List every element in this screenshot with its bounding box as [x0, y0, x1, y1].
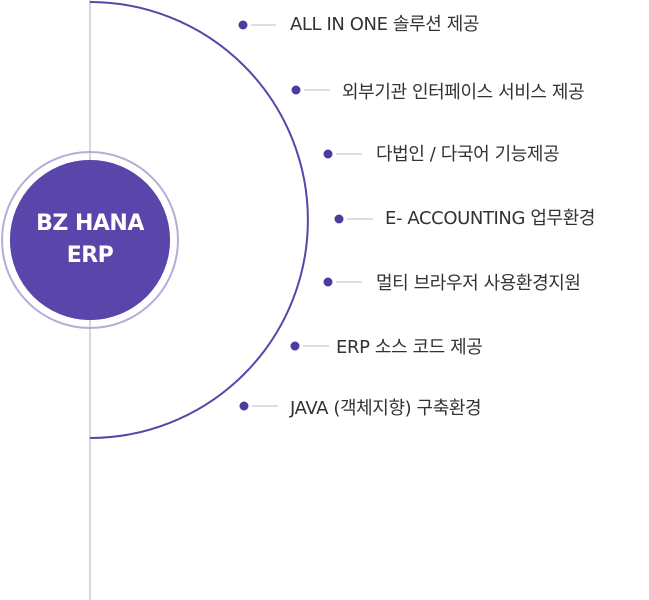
feature-label-e-accounting: E- ACCOUNTING 업무환경: [385, 208, 596, 229]
center-title: BZ HANA ERP: [10, 160, 170, 320]
feature-label-external-interface: 외부기관 인터페이스 서비스 제공: [342, 82, 585, 103]
center-title-line1: BZ HANA: [36, 211, 144, 236]
halo-ring: [1, 151, 179, 329]
center-title-line2: ERP: [66, 243, 114, 268]
feature-label-all-in-one: ALL IN ONE 솔루션 제공: [290, 14, 480, 35]
connector-dot: [291, 85, 301, 95]
feature-connectors: [238, 20, 373, 411]
feature-label-multi-browser: 멀티 브라우저 사용환경지원: [376, 273, 581, 294]
connector-dot: [334, 214, 344, 224]
connector-dot: [238, 20, 248, 30]
connector-dot: [239, 401, 249, 411]
feature-label-erp-source: ERP 소스 코드 제공: [336, 337, 483, 358]
outer-arc: [89, 1, 309, 439]
connector-dot: [323, 149, 333, 159]
connector-dot: [290, 341, 300, 351]
feature-label-multi-entity-language: 다법인 / 다국어 기능제공: [376, 144, 560, 165]
connector-dot: [323, 277, 333, 287]
feature-label-java: JAVA (객체지향) 구축환경: [290, 398, 482, 419]
